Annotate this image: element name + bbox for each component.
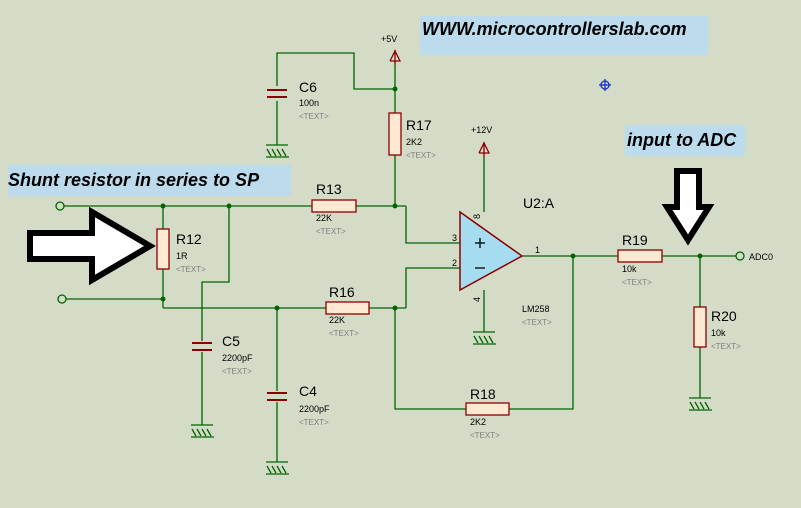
junction-dot [392, 86, 398, 92]
u2-value: LM258 [522, 304, 550, 314]
ground-icon [191, 424, 214, 438]
resistor-r17[interactable] [388, 112, 402, 156]
arrow-down-icon [661, 168, 715, 246]
wire-c5-top [201, 206, 230, 341]
c4-text: <TEXT> [299, 418, 329, 427]
resistor-r16[interactable] [325, 301, 370, 315]
r16-ref: R16 [329, 284, 355, 300]
resistor-r12[interactable] [156, 228, 170, 270]
r12-ref: R12 [176, 231, 202, 247]
r17-text: <TEXT> [406, 151, 436, 160]
wires [64, 52, 736, 462]
c5-ref: C5 [222, 333, 240, 349]
resistor-r18[interactable] [465, 402, 510, 416]
power-5v-label: +5V [381, 34, 397, 44]
power-5v-icon [389, 49, 402, 65]
shunt-note-banner: Shunt resistor in series to SP [8, 165, 291, 196]
wire-node-pin2 [405, 267, 460, 308]
pin-2-label: 2 [452, 258, 457, 268]
c6-text: <TEXT> [299, 112, 329, 121]
junction-dot [160, 203, 166, 209]
r18-value: 2K2 [470, 417, 486, 427]
c6-value: 100n [299, 98, 319, 108]
ground-icon [689, 397, 712, 411]
ground-icon [473, 331, 496, 345]
website-banner: WWW.microcontrollerslab.com [420, 16, 708, 55]
junction-dot [697, 253, 703, 259]
ground-icon [266, 144, 289, 158]
capacitor-c6[interactable] [267, 89, 287, 98]
wire-fb-right [509, 256, 574, 410]
c5-value: 2200pF [222, 353, 253, 363]
r20-value: 10k [711, 328, 726, 338]
r19-text: <TEXT> [622, 278, 652, 287]
c5-text: <TEXT> [222, 367, 252, 376]
c4-value: 2200pF [299, 404, 330, 414]
r17-value: 2K2 [406, 137, 422, 147]
c4-ref: C4 [299, 383, 317, 399]
opamp-u2a[interactable] [459, 210, 524, 292]
input-terminal-top[interactable] [55, 201, 65, 211]
pin-1-label: 1 [535, 245, 540, 255]
resistor-r13[interactable] [311, 199, 357, 213]
u2-text: <TEXT> [522, 318, 552, 327]
power-12v-label: +12V [471, 125, 492, 135]
junction-dot [570, 253, 576, 259]
ground-icon [266, 461, 289, 475]
pin-8-label: 8 [472, 214, 482, 219]
input-terminal-bottom[interactable] [57, 294, 67, 304]
junction-dot [226, 203, 232, 209]
r12-text: <TEXT> [176, 265, 206, 274]
r13-value: 22K [316, 213, 332, 223]
junction-dot [392, 305, 398, 311]
adc-terminal-label: ADC0 [749, 252, 773, 262]
adc-terminal[interactable] [735, 251, 745, 261]
wire-fb-left [394, 308, 466, 410]
r20-text: <TEXT> [711, 342, 741, 351]
r20-ref: R20 [711, 308, 737, 324]
r12-value: 1R [176, 251, 188, 261]
junction-dot [392, 203, 398, 209]
r18-ref: R18 [470, 386, 496, 402]
opamp-input-signs [475, 238, 485, 269]
r19-value: 10k [622, 264, 637, 274]
r16-value: 22K [329, 315, 345, 325]
resistor-r19[interactable] [617, 249, 663, 263]
r13-ref: R13 [316, 181, 342, 197]
pin-3-label: 3 [452, 233, 457, 243]
r19-ref: R19 [622, 232, 648, 248]
junction-dot [274, 305, 280, 311]
resistor-r20[interactable] [693, 306, 707, 348]
power-12v-icon [478, 141, 491, 157]
c6-ref: C6 [299, 79, 317, 95]
junctions [160, 86, 703, 311]
r18-text: <TEXT> [470, 431, 500, 440]
arrow-right-icon [27, 206, 156, 286]
r13-text: <TEXT> [316, 227, 346, 236]
r17-ref: R17 [406, 117, 432, 133]
wire-node-pin3 [405, 206, 460, 244]
adc-note-banner: input to ADC [625, 125, 745, 156]
pin-4-label: 4 [472, 297, 482, 302]
u2-ref: U2:A [523, 195, 555, 211]
wire-5v-c6 [276, 52, 395, 90]
capacitor-c5[interactable] [192, 342, 212, 351]
r16-text: <TEXT> [329, 329, 359, 338]
capacitor-c4[interactable] [267, 392, 287, 401]
junction-dot [160, 296, 166, 302]
crosshair-icon [599, 79, 611, 91]
